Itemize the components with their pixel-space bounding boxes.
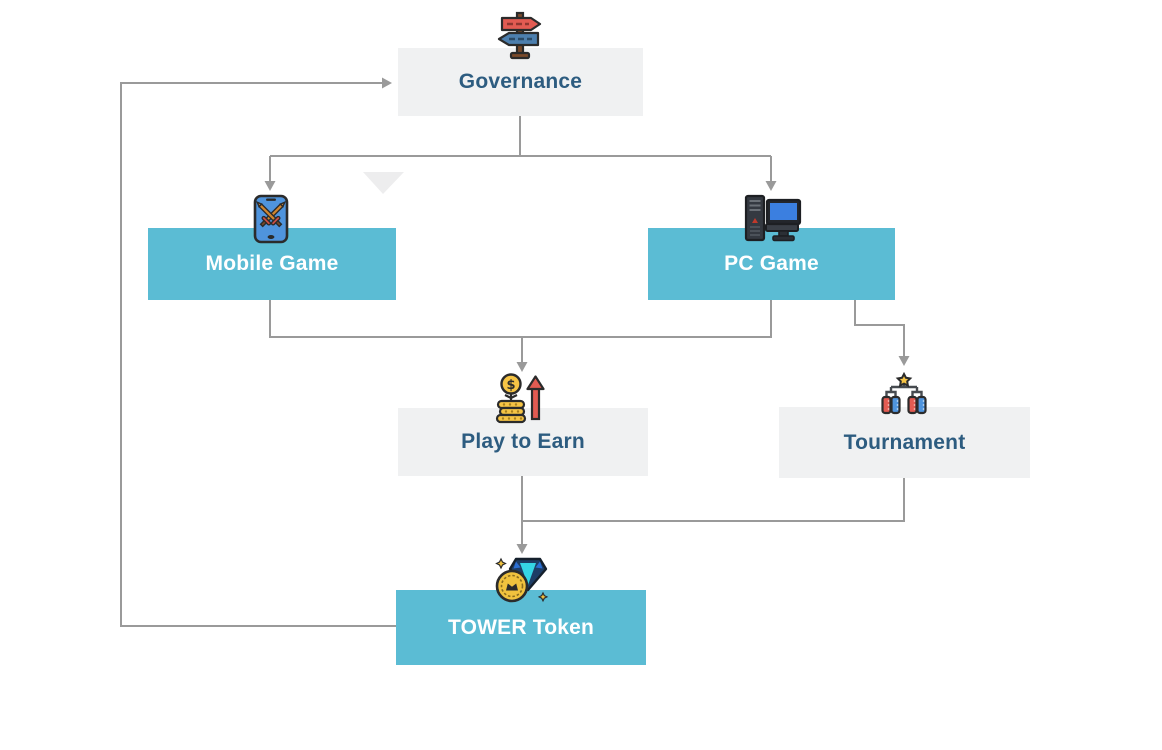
edge-tournament-to-tower-token: [522, 478, 905, 522]
node-governance-label: Governance: [458, 70, 583, 93]
node-pc-game-label: PC Game: [724, 252, 819, 275]
node-tournament-label: Tournament: [843, 430, 966, 454]
svg-text:$: $: [506, 378, 515, 393]
node-play-to-earn: Play to Earn: [398, 408, 648, 476]
node-tournament: Tournament: [779, 407, 1030, 478]
arrowhead-to-tower-token: [516, 544, 528, 554]
edge-pc-game-to-tournament: [854, 300, 905, 357]
node-governance: Governance: [398, 48, 643, 116]
arrowhead-to-governance: [382, 77, 392, 89]
node-mobile-game-label: Mobile Game: [205, 252, 339, 275]
token-gem-icon: [493, 552, 551, 606]
edge-governance-to-pc-game: [520, 155, 772, 182]
desktop-computer-icon: [744, 194, 802, 244]
watermark-triangle-icon: [363, 172, 404, 194]
node-tower-token: TOWER Token: [396, 590, 646, 665]
arrowhead-to-tournament: [898, 356, 910, 366]
tournament-bracket-icon: [878, 370, 930, 420]
coins-growth-icon: $: [494, 373, 550, 427]
arrowhead-to-mobile-game: [264, 181, 276, 191]
node-play-to-earn-label: Play to Earn: [461, 430, 585, 453]
signpost-icon: [492, 8, 548, 62]
arrowhead-to-pc-game: [765, 181, 777, 191]
edge-mobile-game-to-play-to-earn: [269, 300, 522, 338]
arrowhead-to-play-to-earn: [516, 362, 528, 372]
node-pc-game: PC Game: [648, 228, 895, 300]
edge-pc-game-to-play-to-earn: [521, 300, 772, 363]
edge-governance-to-mobile-game: [269, 116, 521, 182]
mobile-swords-icon: [252, 194, 290, 244]
edge-tower-token-to-governance: [120, 82, 396, 627]
node-tower-token-label: TOWER Token: [447, 615, 595, 639]
